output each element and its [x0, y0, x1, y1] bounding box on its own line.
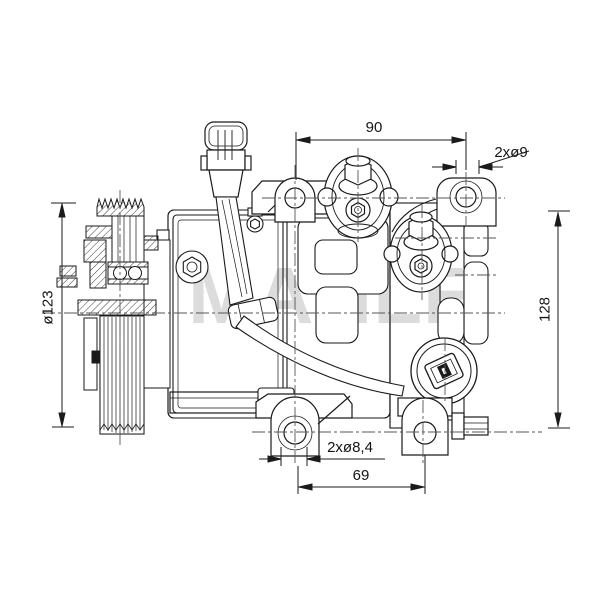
wire-harness [215, 196, 405, 397]
clutch-coil-connector [410, 337, 478, 405]
mounting-ear-top-left [251, 177, 341, 223]
pulley-rim-section [96, 197, 145, 217]
clutch-coil-cable [235, 315, 405, 397]
dim-label-top-width: 90 [365, 119, 383, 136]
dim-label-bottom-holes: 2xø8,4 [327, 439, 373, 456]
mounting-ear-top-right [436, 177, 497, 227]
mounting-ear-bottom-right [397, 397, 489, 456]
dimension-bottom-width [297, 455, 426, 494]
dimension-top-width [295, 132, 467, 180]
dimension-bottom-holes [259, 447, 385, 466]
rear-hex-plug [451, 412, 489, 440]
centerlines [42, 148, 542, 466]
dim-label-height: 128 [536, 296, 554, 323]
front-hex-bolt-boss [175, 250, 209, 284]
dim-label-pulley-diameter: ø123 [39, 290, 57, 325]
dimension-height [548, 210, 570, 429]
discharge-port-fitting [383, 211, 459, 293]
pulley-assembly [56, 197, 171, 435]
dimension-top-holes [432, 150, 530, 174]
electrical-connector [200, 121, 252, 198]
pulley-bearing [107, 261, 149, 285]
pulley-belt-band [99, 315, 145, 435]
dimension-pulley-diameter [51, 202, 76, 428]
dim-label-top-holes: 2xø9 [494, 144, 528, 161]
dim-label-bottom-width: 69 [352, 467, 370, 484]
